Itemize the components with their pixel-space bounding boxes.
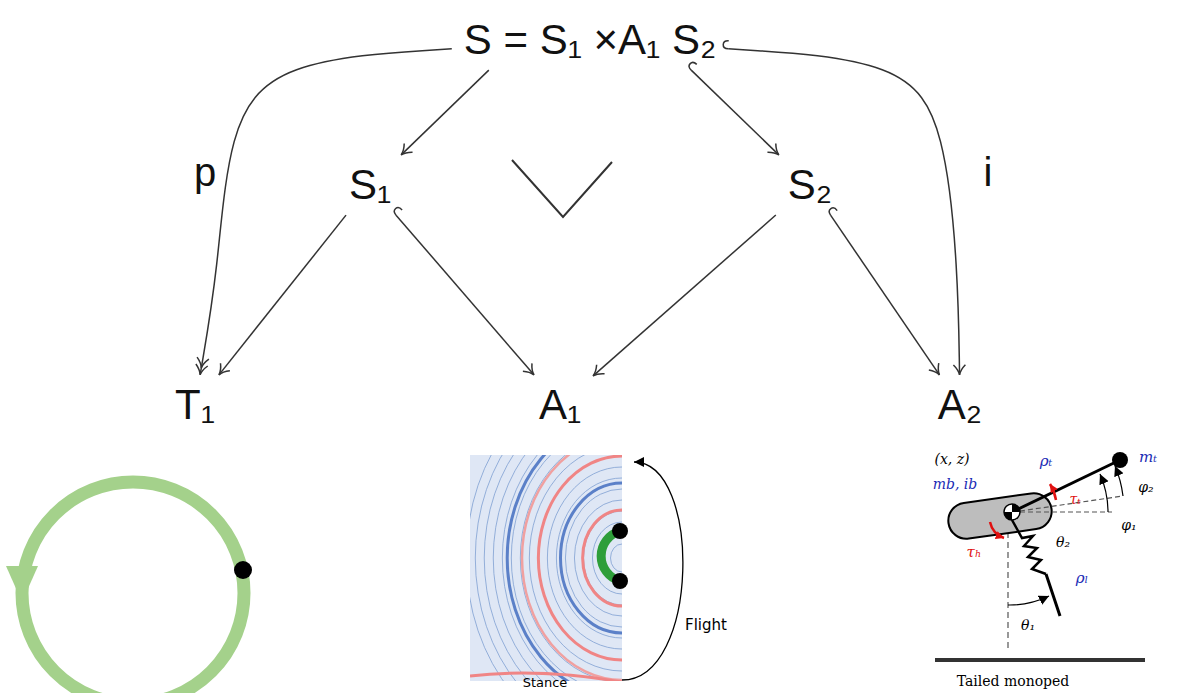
object-label: A₁ <box>539 381 581 429</box>
figure-label: ρₗ <box>1076 570 1088 587</box>
figure-label: Flight <box>685 617 727 634</box>
object-label: T₁ <box>175 381 215 429</box>
streamline <box>611 544 622 572</box>
figure-label: Stance <box>523 676 568 690</box>
edge-label: p <box>191 150 219 194</box>
streamline <box>475 455 622 681</box>
figure-label: ρₜ <box>1040 453 1053 470</box>
figure-label: mb, ib <box>933 477 978 492</box>
figure-label: θ₁ <box>1021 618 1035 633</box>
morphism-arrow <box>691 70 779 155</box>
orbit-curve <box>507 455 622 681</box>
morphism-arrow <box>831 215 940 375</box>
pullback-corner <box>512 160 612 217</box>
streamline <box>538 456 622 660</box>
streamline <box>520 455 622 681</box>
object-label: S₁ <box>349 161 391 209</box>
streamline <box>547 467 622 649</box>
figure-label: φ₂ <box>1138 480 1153 495</box>
math-object: T₁ <box>169 381 221 429</box>
phase-portrait <box>466 368 683 693</box>
math-object: A₁ <box>533 381 587 429</box>
streamline <box>493 455 622 681</box>
figure-label: Tailed monoped <box>957 674 1070 689</box>
morphism-arrow <box>200 49 452 375</box>
morphism-arrow <box>396 215 534 375</box>
circle-figure <box>6 482 252 693</box>
math-object: S₂ <box>782 161 838 209</box>
streamline <box>556 478 622 638</box>
morphism-arrow <box>219 215 346 375</box>
object-label: A₂ <box>938 381 982 429</box>
morphism-arrow <box>401 70 489 155</box>
figure-label: θ₂ <box>1056 535 1070 550</box>
figure-label: τₕ <box>967 544 982 561</box>
figure-label: mₜ <box>1139 449 1157 466</box>
figure-label: (x, z) <box>934 452 969 467</box>
math-object: S = S₁ ×A₁ S₂ <box>458 16 722 64</box>
math-object: S₁ <box>343 161 397 209</box>
edge-label: i <box>981 150 996 194</box>
streamline <box>511 455 622 681</box>
orbit-curve <box>522 455 622 680</box>
streamline <box>502 455 622 681</box>
math-object: A₂ <box>932 381 988 429</box>
object-label: S = S₁ ×A₁ S₂ <box>464 16 716 64</box>
streamline <box>470 455 622 681</box>
streamline <box>529 455 622 671</box>
morphism-arrow <box>593 215 776 376</box>
streamline <box>484 455 622 681</box>
figure-label: τₜ <box>1069 492 1080 507</box>
orbit-curve <box>561 483 623 633</box>
morphism-arrow <box>728 49 959 375</box>
streamline <box>574 500 622 616</box>
object-label: S₂ <box>788 161 832 209</box>
figure-label: φ₁ <box>1121 518 1136 533</box>
orbit-curve <box>538 456 622 660</box>
